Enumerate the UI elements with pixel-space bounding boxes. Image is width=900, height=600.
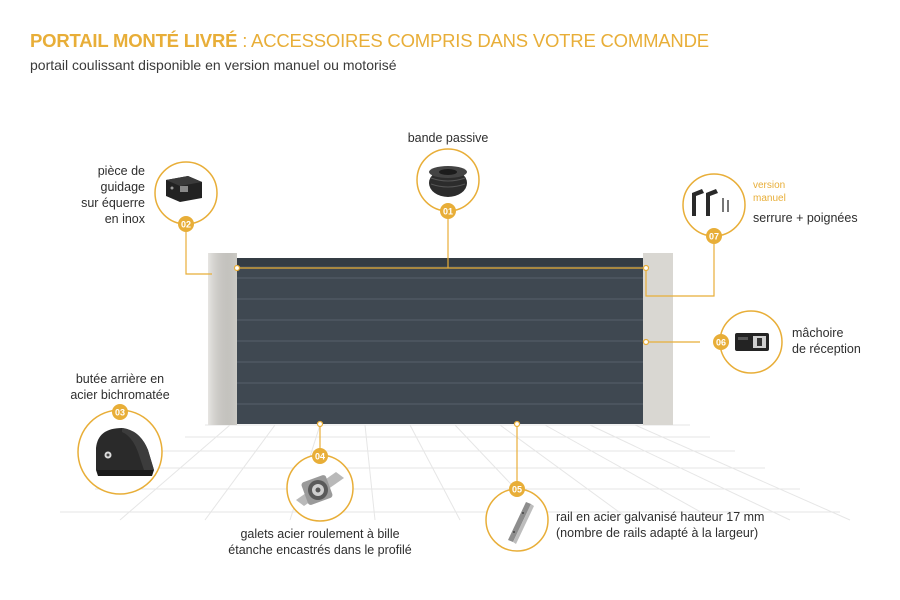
title-bold: PORTAIL MONTÉ LIVRÉ (30, 30, 238, 51)
accessory-01: 01 (416, 148, 480, 219)
badge-02: 02 (181, 220, 191, 230)
receiving-jaw-icon (735, 333, 769, 351)
badge-06: 06 (716, 338, 726, 348)
label-06-line-2: de réception (792, 342, 861, 356)
version-note: version manuel (753, 179, 786, 205)
label-05-line-1: rail en acier galvanisé hauteur 17 mm (556, 510, 765, 524)
rear-stop-icon (96, 428, 154, 476)
label-04-line-1: galets acier roulement à bille (240, 527, 400, 541)
label-02-line-3: sur équerre (81, 196, 145, 210)
accessory-02: 02 (154, 161, 218, 232)
page-title: PORTAIL MONTÉ LIVRÉ : ACCESSOIRES COMPRI… (30, 30, 709, 52)
version-line-2: manuel (753, 193, 786, 204)
accessory-07: 07 (682, 173, 746, 244)
label-02-line-1: pièce de (97, 164, 145, 178)
label-07-line: serrure + poignées (753, 211, 858, 225)
leader-dots (233, 264, 650, 428)
label-01: bande passive (398, 130, 498, 146)
guide-bracket-icon (166, 176, 202, 202)
label-03: butée arrière en acier bichromatée (55, 371, 185, 403)
badge-01: 01 (443, 207, 453, 217)
right-pillar (643, 253, 673, 425)
title-rest: : ACCESSOIRES COMPRIS DANS VOTRE COMMAND… (237, 30, 709, 51)
badge-04: 04 (315, 452, 325, 462)
label-03-line-1: butée arrière en (75, 372, 165, 386)
label-06: mâchoire de réception (792, 325, 861, 357)
accessory-04: 04 (286, 448, 354, 522)
label-02: pièce de guidage sur équerre en inox (60, 163, 145, 227)
sliding-gate (237, 258, 643, 424)
accessory-05: 05 (485, 481, 549, 552)
page-subtitle: portail coulissant disponible en version… (30, 57, 397, 73)
label-06-line-1: mâchoire (792, 326, 844, 340)
rubber-strip-roll-icon (429, 166, 467, 197)
lock-handles-icon (692, 189, 729, 216)
label-03-line-2: acier bichromatée (70, 388, 170, 402)
label-04-line-2: étanche encastrés dans le profilé (228, 543, 412, 557)
label-07: serrure + poignées (753, 210, 858, 226)
label-05-line-2: (nombre de rails adapté à la largeur) (556, 526, 759, 540)
label-05: rail en acier galvanisé hauteur 17 mm (n… (556, 509, 764, 541)
left-pillar-shade (208, 253, 237, 425)
label-01-line: bande passive (407, 131, 489, 145)
accessory-06: 06 (713, 310, 783, 374)
accessory-03: 03 (77, 404, 163, 495)
badge-05: 05 (512, 485, 522, 495)
steel-rail-icon (508, 502, 534, 544)
badge-03: 03 (115, 408, 125, 418)
version-line-1: version (753, 180, 786, 191)
badge-07: 07 (709, 232, 719, 242)
label-04: galets acier roulement à bille étanche e… (220, 526, 420, 558)
floor-grid (60, 424, 851, 521)
label-02-line-4: en inox (104, 212, 145, 226)
label-02-line-2: guidage (100, 180, 146, 194)
roller-wheel-icon (296, 472, 344, 506)
